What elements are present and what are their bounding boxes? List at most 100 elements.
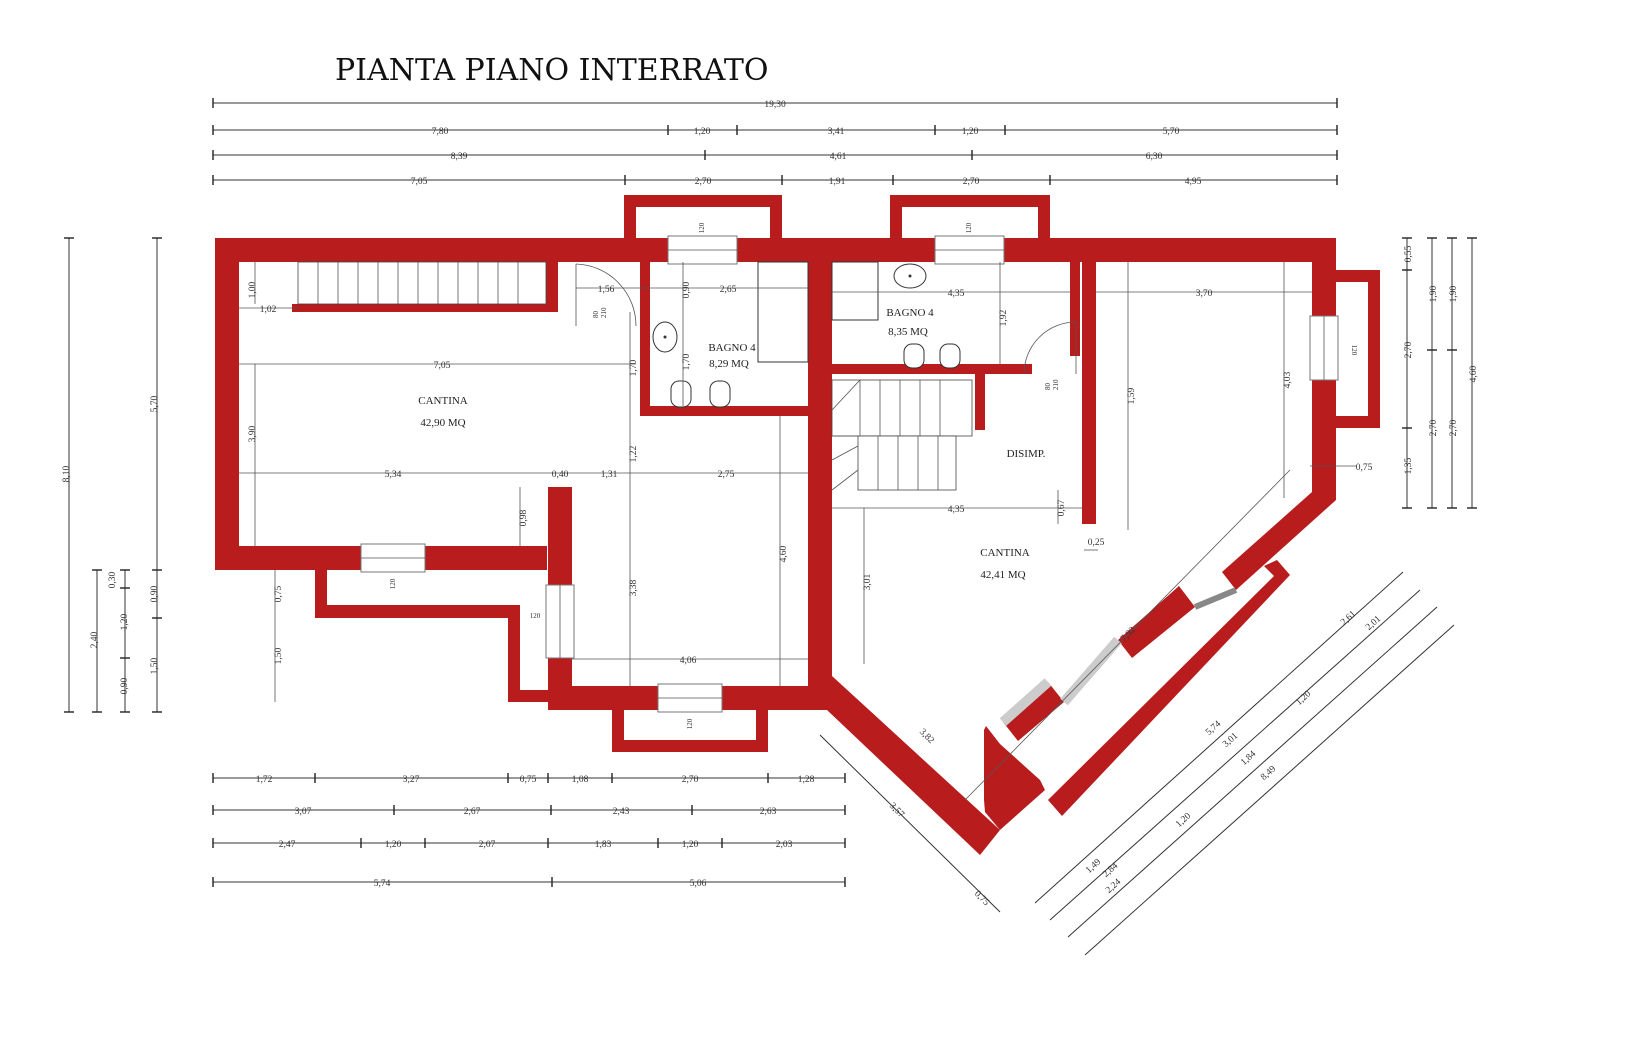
dim-label: 1,35 [1404, 457, 1414, 474]
dim-label: 7,80 [432, 127, 449, 137]
dim-label: 1,90 [1449, 285, 1459, 302]
toilet-icon [670, 380, 692, 408]
dim-label: 2,40 [90, 631, 100, 648]
dim-label: 4,61 [830, 152, 847, 162]
dim-label: 120 [1350, 345, 1358, 356]
dim-label: 7,05 [411, 177, 428, 187]
dim-label: 3,90 [248, 425, 258, 442]
dim-label: 2,70 [1404, 341, 1414, 358]
dim-label: 2,01 [1364, 614, 1383, 633]
dim-label: 19,30 [764, 100, 786, 110]
dim-label: 0,90 [150, 585, 160, 602]
dim-label: 4,60 [779, 545, 789, 562]
dim-label: 3,38 [629, 579, 639, 596]
dim-label: 120 [530, 612, 541, 620]
dim-label: 4,60 [1469, 365, 1479, 382]
room-name: BAGNO 4 [886, 307, 934, 319]
dim-label: 1,00 [248, 281, 258, 298]
dim-label: 2,43 [613, 807, 630, 817]
dim-label: 8,10 [62, 465, 72, 482]
dim-label: 1,50 [274, 647, 284, 664]
dim-label: 1,20 [385, 840, 402, 850]
dim-label: 1,70 [682, 353, 692, 370]
dim-label: 2,03 [776, 840, 793, 850]
dim-label: 120 [686, 718, 694, 729]
dim-label: 80 [592, 311, 600, 319]
dim-label: 2,61 [1339, 609, 1358, 628]
dim-label: 1,70 [629, 359, 639, 376]
bottom-dimensions: 1,72 3,27 0,75 1,08 2,70 1,28 3,07 2,67 … [212, 773, 846, 889]
dim-label: 2,70 [695, 177, 712, 187]
dim-label: 1,02 [260, 305, 277, 315]
dim-label: 5,70 [150, 395, 160, 412]
dim-label: 5,34 [385, 470, 402, 480]
dim-label: 0,75 [972, 889, 991, 908]
dim-label: 1,28 [798, 775, 815, 785]
room-area: 42,41 MQ [980, 569, 1025, 581]
dim-label: 1,20 [694, 127, 711, 137]
dim-label: 0,40 [552, 470, 569, 480]
dim-label: 2,70 [1449, 419, 1459, 436]
dim-label: 1,59 [1127, 387, 1137, 404]
dim-label: 0,90 [682, 281, 692, 298]
dim-label: 1,56 [598, 285, 615, 295]
dim-label: 2,07 [479, 840, 496, 850]
dim-label: 3,01 [1221, 731, 1240, 750]
dim-label: 3,82 [917, 727, 936, 746]
dim-label: 7,05 [434, 361, 451, 371]
left-dimensions: 8,10 5,70 0,90 1,50 0,30 1,20 0,90 2,40 [62, 237, 162, 713]
dim-label: 1,84 [1239, 749, 1258, 768]
bathroom-fixtures [652, 261, 961, 408]
dim-label: 3,27 [403, 775, 420, 785]
dim-label: 3,01 [863, 573, 873, 590]
dim-label: 3,41 [828, 127, 845, 137]
dim-label: 5,74 [1204, 719, 1223, 738]
interior-dimensions: 7,05 5,34 0,40 1,31 2,75 4,06 1,56 2,65 … [239, 262, 1373, 801]
dim-label: 6,30 [1146, 152, 1163, 162]
dim-label: 8,39 [451, 152, 468, 162]
dim-label: 0,30 [108, 571, 118, 588]
dim-label: 0,67 [1057, 499, 1067, 516]
dim-label: 4,35 [948, 289, 965, 299]
dim-label: 2,47 [279, 840, 296, 850]
dim-label: 5,74 [374, 879, 391, 889]
windows: 120 120 120 120 120 120 [360, 222, 1358, 729]
dim-label: 1,83 [595, 840, 612, 850]
room-labels: CANTINA 42,90 MQ BAGNO 4 8,29 MQ BAGNO 4… [418, 307, 1045, 581]
dim-label: 0,25 [1088, 538, 1105, 548]
dim-label: 4,95 [1185, 177, 1202, 187]
dim-label: 0,75 [520, 775, 537, 785]
room-name: DISIMP. [1007, 448, 1046, 460]
dim-label: 120 [965, 222, 973, 233]
dim-label: 1,31 [601, 470, 618, 480]
right-dimensions: 0,55 2,70 1,35 1,90 2,70 1,90 2,70 4,60 [1402, 237, 1479, 509]
dim-label: 1,20 [682, 840, 699, 850]
doors: 80 210 80 210 [575, 263, 1077, 390]
room-name: BAGNO 4 [708, 342, 756, 354]
dim-label: 0,75 [1356, 463, 1373, 473]
dim-label: 1,50 [150, 657, 160, 674]
dim-label: 1,72 [256, 775, 273, 785]
dim-label: 2,75 [718, 470, 735, 480]
page-title: PIANTA PIANO INTERRATO [335, 53, 768, 88]
toilet-icon [903, 343, 925, 369]
dim-label: 1,20 [1294, 689, 1313, 708]
room-area: 42,90 MQ [420, 417, 465, 429]
dim-label: 2,70 [963, 177, 980, 187]
dim-label: 120 [698, 222, 706, 233]
staircase-left [297, 261, 547, 305]
dim-label: 1,08 [572, 775, 589, 785]
dim-label: 2,70 [682, 775, 699, 785]
dim-label: 1,20 [962, 127, 979, 137]
dim-label: 4,35 [948, 505, 965, 515]
dim-label: 0,75 [274, 585, 284, 602]
dim-label: 0,98 [519, 509, 529, 526]
dim-label: 5,06 [690, 879, 707, 889]
dim-label: 210 [1052, 379, 1060, 390]
dim-label: 2,70 [1429, 419, 1439, 436]
dim-label: 5,70 [1163, 127, 1180, 137]
room-name: CANTINA [980, 547, 1030, 559]
dim-label: 1,90 [1429, 285, 1439, 302]
dim-label: 1,22 [629, 445, 639, 462]
